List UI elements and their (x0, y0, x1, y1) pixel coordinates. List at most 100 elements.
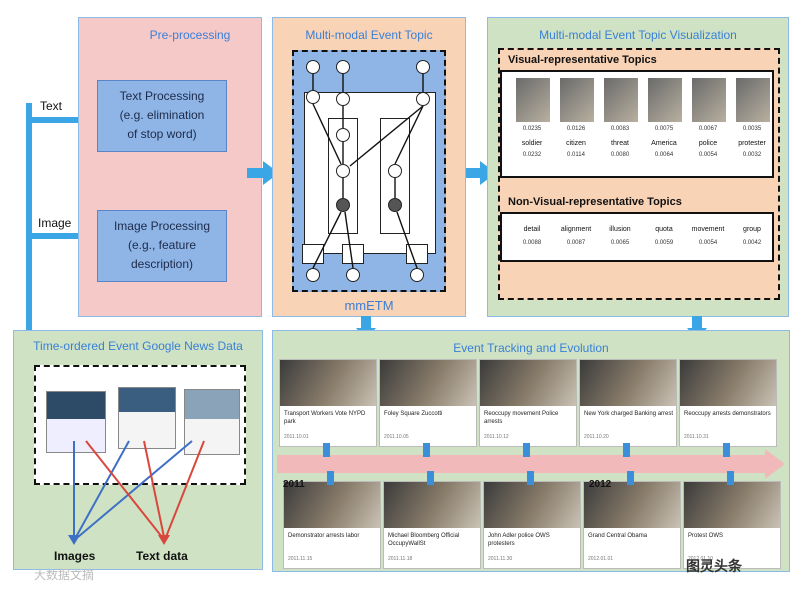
event-keywords: New York charged Banking arrest (584, 411, 674, 417)
event-date: 2011.11.15 (288, 556, 313, 562)
text-input-label: Text (40, 99, 63, 113)
arrow-down-left-stem (361, 316, 371, 330)
nonvisual-topic-weight: 0.0065 (610, 240, 630, 246)
text-processing-line-2: (e.g. elimination (119, 108, 205, 122)
node-theta (336, 92, 350, 106)
top-events: Transport Workers Vote NYPD park 2011.10.… (273, 331, 791, 573)
bottom-plate-1 (302, 244, 324, 264)
topic-word: soldier (521, 140, 543, 147)
nonvisual-topic-weight: 0.0059 (654, 240, 674, 246)
topic-word-weight: 0.0054 (698, 152, 718, 158)
topic-word-weight: 0.0080 (610, 152, 630, 158)
text-processing-line-1: Text Processing (119, 89, 205, 103)
image-processing-line-1: Image Processing (113, 219, 211, 233)
event-date: 2012.01.01 (588, 556, 614, 562)
timeline-bar (277, 455, 767, 473)
topic-word-weight: 0.0114 (567, 152, 585, 158)
node-pi (306, 90, 320, 104)
timeline-tick (527, 471, 534, 485)
news-screen-3 (184, 389, 240, 455)
timeline-tick (727, 471, 734, 485)
topic-weight: 0.0235 (522, 126, 542, 132)
event-photo (280, 360, 376, 406)
event-date: 2011.10.20 (584, 434, 609, 440)
node-alpha (306, 60, 320, 74)
event-photo (380, 360, 476, 406)
topic-word-weight: 0.0032 (742, 152, 762, 158)
model-title: Multi-modal Event Topic (305, 28, 433, 42)
event-keywords: John Adler police OWS protesters (488, 533, 550, 547)
nonvisual-topic-word: alignment (560, 226, 592, 233)
timeline-tick (523, 443, 530, 457)
nonvisual-topic-weight: 0.0042 (742, 240, 762, 246)
node-lambda (416, 92, 430, 106)
tracking-title: Event Tracking and Evolution (453, 341, 609, 355)
topic-word-weight: 0.0232 (522, 152, 542, 158)
nonvisual-topic-weight: 0.0054 (698, 240, 718, 246)
news-screen-1 (46, 391, 106, 453)
news-screen-2 (118, 387, 176, 449)
nonvisual-topic-weight: 0.0087 (566, 240, 586, 246)
bottom-event-card: John Adler police OWS protesters 2011.11.… (483, 481, 581, 569)
event-keywords: Foley Square Zuccotti (384, 411, 443, 417)
timeline-tick (723, 443, 730, 457)
timeline-tick (423, 443, 430, 457)
topic-weight: 0.0126 (566, 126, 586, 132)
year-label-right: 2012 (589, 479, 612, 490)
news-screens-frame (34, 365, 246, 485)
visual-topics-list: 0.0235 soldier 0.0232 0.0126 citizen 0.0114 0.… (502, 72, 772, 176)
image-processing-box: Image Processing (e.g., feature descript… (97, 210, 227, 282)
image-connector (26, 233, 82, 239)
event-keywords: Transport Workers Vote NYPD park (284, 411, 366, 425)
bottom-event-card: Protest OWS 2012.01.10 (683, 481, 781, 569)
image-input-label: Image (38, 216, 72, 230)
event-date: 2011.10.05 (384, 434, 409, 440)
event-photo (480, 360, 576, 406)
event-photo (580, 360, 676, 406)
arrow-model-to-vis (466, 168, 482, 178)
preprocessing-panel: Pre-processing Text Processing (e.g. eli… (78, 17, 262, 317)
image-processing-line-2: (e.g., feature (127, 238, 197, 252)
node-w (336, 198, 350, 212)
topic-word: police (698, 140, 718, 147)
event-photo (584, 482, 680, 528)
event-keywords: Protest OWS (688, 533, 724, 539)
left-connector-vertical (26, 103, 32, 333)
topic-word: citizen (566, 140, 586, 147)
topic-thumbnail (736, 78, 770, 122)
visualization-title: Multi-modal Event Topic Visualization (539, 28, 737, 42)
watermark-left: 大数据文摘 (34, 568, 95, 582)
text-processing-box: Text Processing (e.g. elimination of sto… (97, 80, 227, 152)
model-caption: mmETM (344, 298, 394, 313)
topic-thumbnail (516, 78, 550, 122)
text-processing-line-3: of stop word) (127, 127, 197, 141)
node-phi (306, 268, 320, 282)
topic-thumbnail (692, 78, 726, 122)
topic-word-weight: 0.0064 (654, 152, 674, 158)
event-keywords: Reoccupy movement Police arrests (484, 411, 559, 425)
nonvisual-topic-word: group (743, 226, 761, 233)
node-y (336, 164, 350, 178)
topic-weight: 0.0035 (742, 126, 762, 132)
image-processing-line-3: description) (130, 257, 194, 271)
event-date: 2011.11.30 (488, 556, 513, 562)
timeline-arrowhead (765, 449, 785, 479)
event-date: 2012.01.10 (688, 556, 714, 562)
top-event-card: Transport Workers Vote NYPD park 2011.10.… (279, 359, 377, 447)
graph-edges (312, 74, 424, 269)
topic-thumbnail (560, 78, 594, 122)
nonvisual-topic-word: quota (655, 226, 673, 233)
bottom-plate-3 (406, 244, 428, 264)
event-date: 2011.10.01 (284, 434, 309, 440)
topic-word: America (651, 140, 677, 147)
topic-weight: 0.0067 (698, 126, 718, 132)
event-photo (680, 360, 776, 406)
topic-weight: 0.0075 (654, 126, 674, 132)
event-photo (484, 482, 580, 528)
timeline-tick (627, 471, 634, 485)
